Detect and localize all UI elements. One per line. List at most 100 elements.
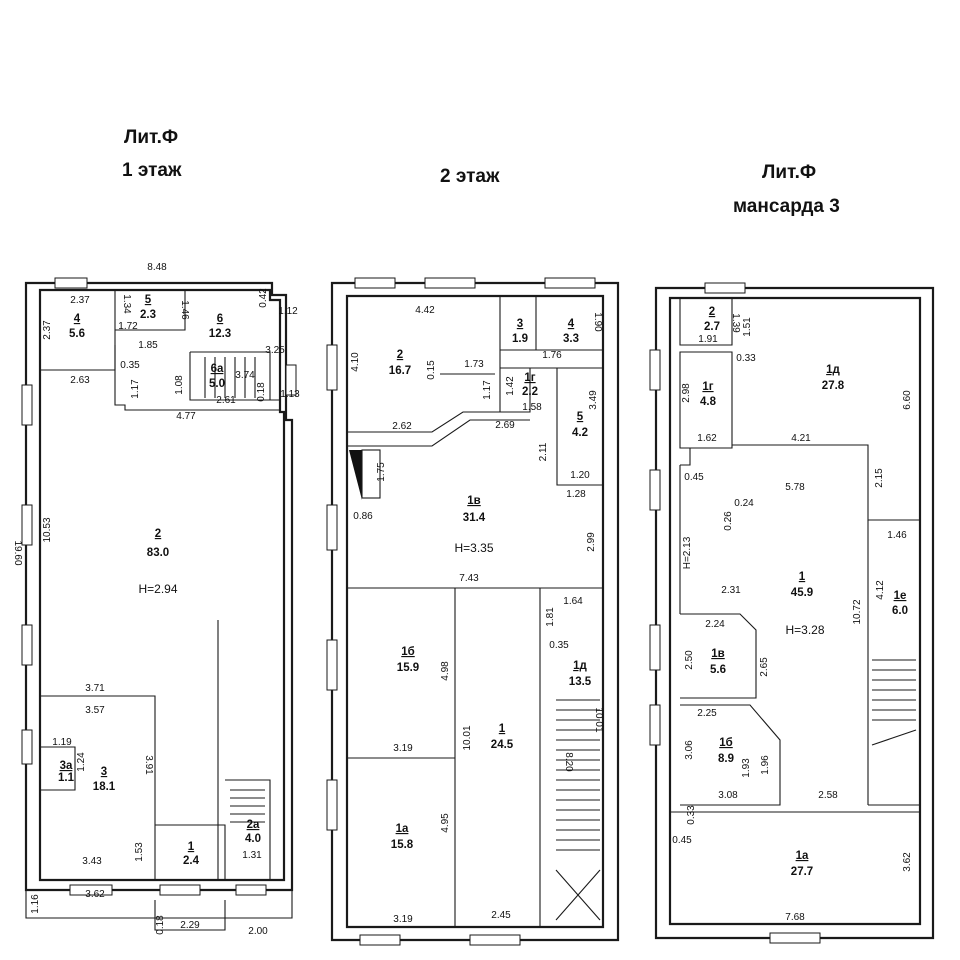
room-number: 2 <box>397 349 403 361</box>
dimension-label: 2.98 <box>681 383 692 403</box>
room-number: 1а <box>396 823 409 835</box>
dimension-label: 0.15 <box>426 360 437 380</box>
room-number: 1 <box>188 841 195 853</box>
floor1-dimensions: 8.48 2.37 1.34 1.46 0.42 1.12 2.37 1.72 … <box>12 262 300 937</box>
dimension-label: 1.17 <box>482 380 493 400</box>
dimension-label: 19.60 <box>12 540 23 565</box>
dimension-label: 4.12 <box>875 580 886 600</box>
dimension-label: 2.61 <box>216 395 236 406</box>
room-number: 1д <box>826 364 840 376</box>
floor2-room-labels: 2 16.7 3 1.9 4 3.3 1г 2.2 5 4.2 1в 31.4 … <box>389 318 592 851</box>
room-area: 6.0 <box>892 605 908 617</box>
floor1-plan <box>21 277 297 931</box>
room-number: 1а <box>796 850 809 862</box>
room-number: 1 <box>499 723 506 735</box>
room-area: 2.3 <box>140 309 156 321</box>
attic-dimensions: 1.39 1.51 1.91 0.33 2.98 6.60 1.62 4.21 … <box>672 313 913 923</box>
room-area: 15.9 <box>397 662 419 674</box>
dimension-label: 3.91 <box>143 755 154 775</box>
room-number: 4 <box>74 313 81 325</box>
room-number: 3 <box>517 318 523 330</box>
dimension-label: 1.20 <box>570 470 590 481</box>
dimension-label: 2.62 <box>392 421 412 432</box>
dimension-label: 10.01 <box>462 725 473 750</box>
dimension-label: 2.15 <box>874 468 885 488</box>
dimension-label: 0.42 <box>258 288 269 308</box>
room-area: 27.8 <box>822 380 845 392</box>
dimension-label: 8.48 <box>147 262 167 273</box>
dimension-label: 1.31 <box>242 850 262 861</box>
dimension-label: 1.75 <box>376 462 387 482</box>
room-area: 18.1 <box>93 781 116 793</box>
room-number: 4 <box>568 318 575 330</box>
dimension-label: 0.35 <box>120 360 140 371</box>
dimension-label: 2.31 <box>721 585 741 596</box>
dimension-label: 1.17 <box>130 379 141 399</box>
dimension-label: 1.12 <box>278 306 298 317</box>
dimension-label: 0.24 <box>734 498 754 509</box>
dimension-label: 1.46 <box>887 530 907 541</box>
dimension-label: 1.51 <box>742 317 753 337</box>
dimension-label: 1.85 <box>138 340 158 351</box>
dimension-label: 1.13 <box>280 389 300 400</box>
dimension-label: 0.18 <box>256 382 267 402</box>
room-number: 1б <box>719 737 733 749</box>
room-area: 16.7 <box>389 365 411 377</box>
dimension-label: 2.99 <box>586 532 597 552</box>
dimension-label: 10.53 <box>42 517 53 542</box>
room-number: 6а <box>211 363 224 375</box>
dimension-label: 2.37 <box>42 320 53 340</box>
room-number: 1 <box>799 571 806 583</box>
room-area: 45.9 <box>791 587 813 599</box>
dimension-label: 1.91 <box>698 334 718 345</box>
dimension-label: 10.01 <box>593 707 604 732</box>
room-number: 6 <box>217 313 223 325</box>
dimension-label: 1.34 <box>121 294 132 314</box>
dimension-label: 6.60 <box>902 390 913 410</box>
dimension-label: 1.72 <box>118 321 138 332</box>
dimension-label: 2.24 <box>705 619 725 630</box>
room-area: 13.5 <box>569 676 592 688</box>
dimension-label: 7.43 <box>459 573 479 584</box>
dimension-label: 0.18 <box>155 915 166 935</box>
dimension-label: 2.00 <box>248 926 268 937</box>
dimension-label: 3.71 <box>85 683 105 694</box>
dimension-label: 0.45 <box>672 835 692 846</box>
dimension-label: 1.08 <box>174 375 185 395</box>
floor1-lit-title: Лит.Ф <box>124 127 178 148</box>
dimension-label: 3.62 <box>902 852 913 872</box>
dimension-label: 1.16 <box>30 894 41 914</box>
room-height: H=3.35 <box>454 541 493 555</box>
room-area: 15.8 <box>391 839 414 851</box>
dimension-label: 3.49 <box>588 390 599 410</box>
dimension-label: 2.11 <box>538 442 549 461</box>
dimension-label: 1.93 <box>741 758 752 778</box>
dimension-label: 10.72 <box>852 599 863 624</box>
dimension-label: 2.50 <box>684 650 695 670</box>
dimension-label: 4.10 <box>350 352 361 372</box>
room-area: 5.6 <box>69 328 85 340</box>
room-area: 5.0 <box>209 378 225 390</box>
dimension-label: 3.19 <box>393 743 413 754</box>
dimension-label: 1.81 <box>545 607 556 627</box>
dimension-label: 1.42 <box>505 376 516 396</box>
dimension-label: 1.46 <box>179 300 190 320</box>
dimension-label: 3.57 <box>85 705 105 716</box>
attic-lit-title: Лит.Ф <box>762 162 816 183</box>
dimension-label: 1.39 <box>730 313 741 333</box>
room-area: 24.5 <box>491 739 514 751</box>
dimension-label: 2.69 <box>495 420 515 431</box>
room-area: 5.6 <box>710 664 726 676</box>
dimension-label: 3.43 <box>82 856 102 867</box>
dimension-label: 1.64 <box>563 596 583 607</box>
room-number: 1в <box>467 495 480 507</box>
room-area: 1.9 <box>512 333 528 345</box>
room-number: 1г <box>524 372 535 384</box>
dimension-label: 2.25 <box>697 708 717 719</box>
dimension-label: 0.86 <box>353 511 373 522</box>
room-area: 3.3 <box>563 333 579 345</box>
floor2-dimensions: 4.42 1.90 4.10 0.15 1.73 1.76 1.17 1.42 … <box>350 305 604 925</box>
dimension-label: 4.21 <box>791 433 811 444</box>
attic-room-labels: 2 2.7 1г 4.8 1д 27.8 1 45.9 H=3.28 1е 6.… <box>700 306 908 878</box>
room-number: 2 <box>709 306 715 318</box>
